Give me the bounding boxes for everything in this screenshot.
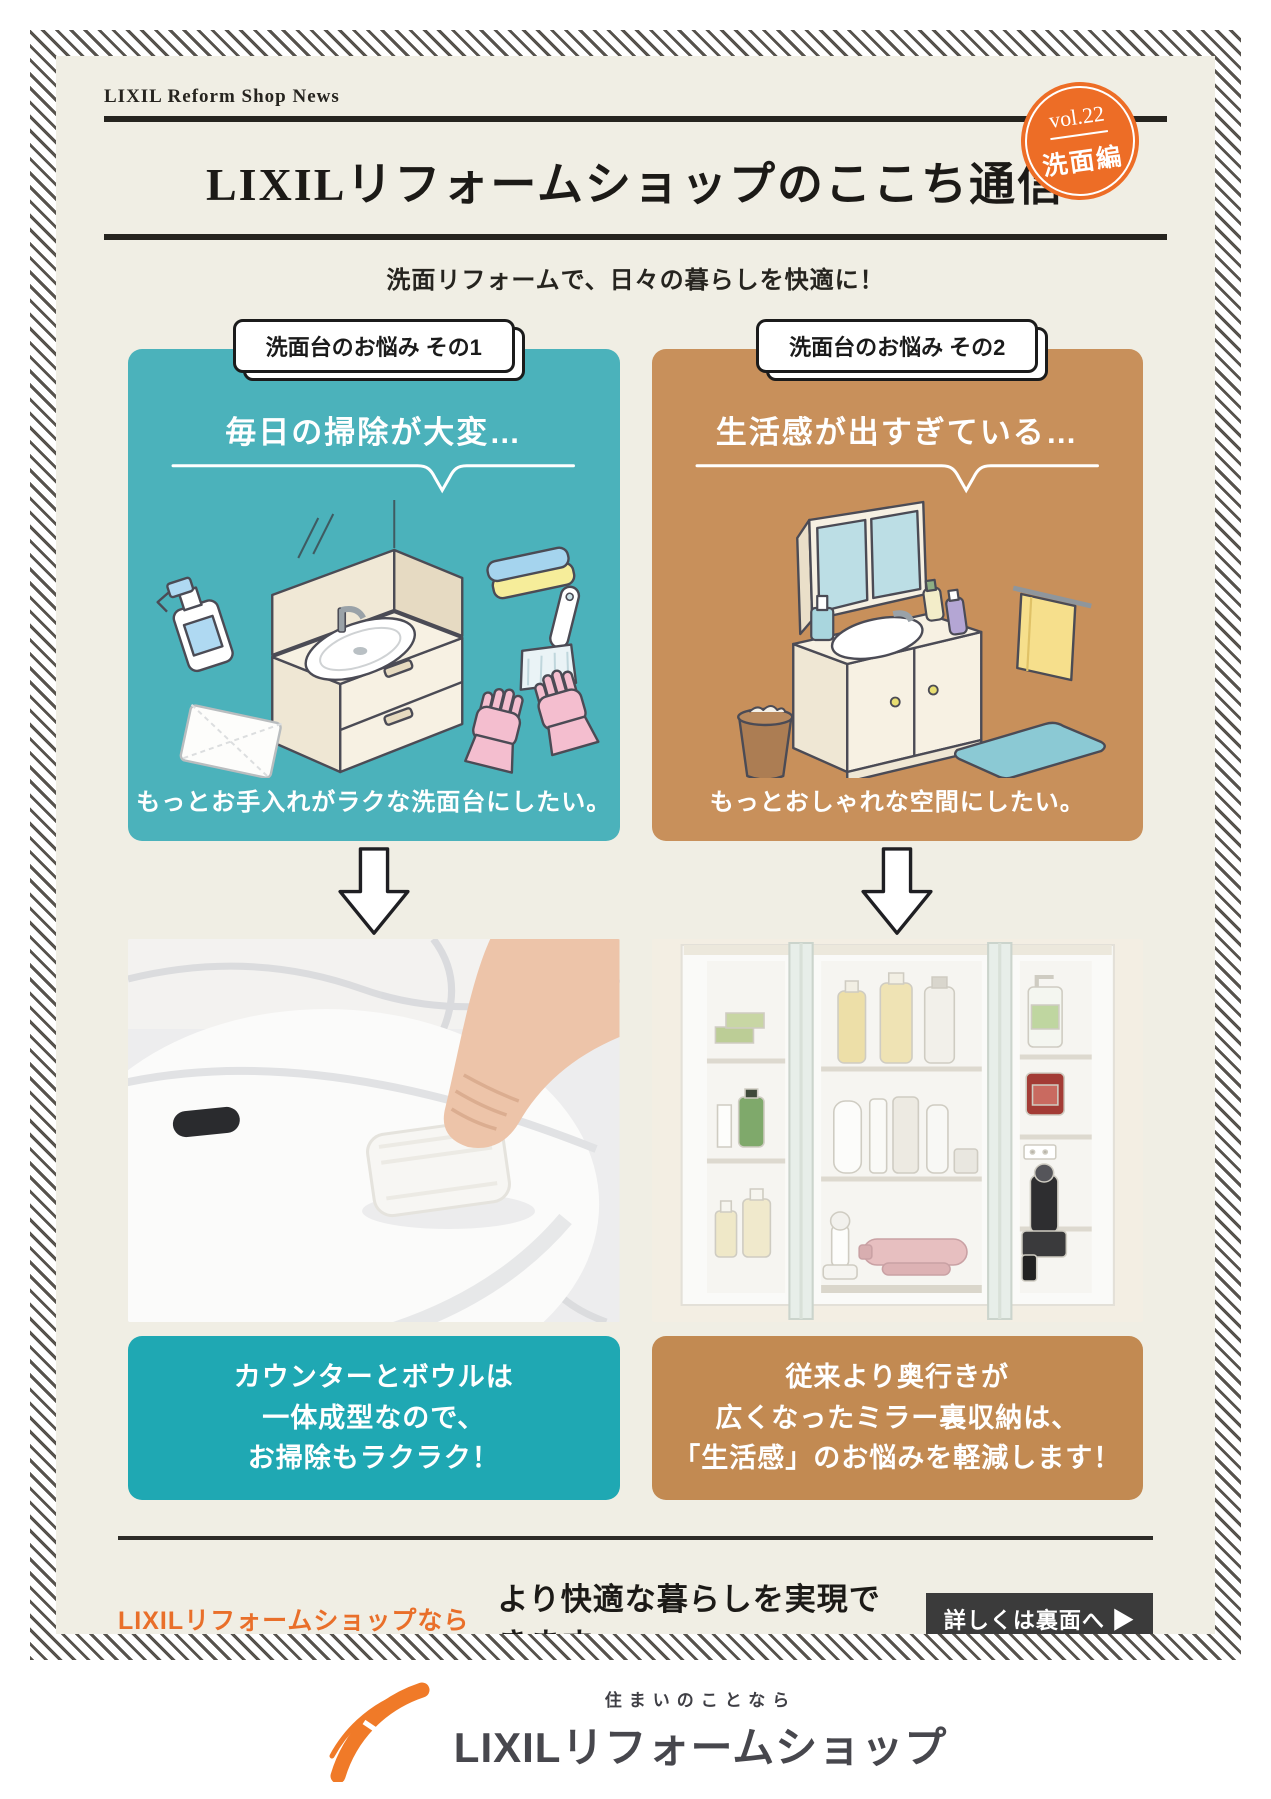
logo-tagline: 住まいのことなら — [604, 1690, 797, 1710]
problem-heading-2: 生活感が出すぎている… — [715, 415, 1079, 450]
solution-2-line-2: 広くなったミラー裏収納は、 — [715, 1402, 1080, 1433]
notch-divider-2 — [695, 464, 1099, 494]
rubber-gloves-icon — [464, 669, 600, 774]
double-rule-bottom — [104, 234, 1167, 240]
double-rule-top — [104, 116, 1167, 122]
cleaning-cloth-icon — [179, 703, 282, 778]
see-back-page-button[interactable]: 詳しくは裏面へ ▶ — [925, 1593, 1153, 1634]
solution-1-line-1: カウンターとボウルは — [233, 1362, 514, 1393]
problem-panel-1: 毎日の掃除が大変… — [128, 349, 620, 841]
subtitle: 洗面リフォームで、日々の暮らしを快適に！ — [386, 267, 885, 294]
problem-columns: 洗面台のお悩み その1 毎日の掃除が大変… — [128, 319, 1143, 1500]
down-arrow-icon — [338, 847, 410, 935]
flyer-body: LIXIL Reform Shop News vol.22 洗面編 LIXILリ… — [56, 56, 1215, 1634]
notch-divider-1 — [172, 464, 576, 494]
solution-1-line-2: 一体成型なので、 — [262, 1402, 486, 1433]
hair-dryer — [857, 1238, 968, 1276]
problem-heading-1: 毎日の掃除が大変… — [225, 415, 523, 450]
masthead: LIXIL Reform Shop News — [104, 86, 340, 107]
mirror-cabinet-vanity-icon — [791, 500, 982, 778]
badge-volume-number: vol.22 — [1047, 100, 1106, 133]
logo-text: 住まいのことなら LIXILリフォームショップ — [454, 1686, 947, 1775]
spray-bottle-icon — [156, 576, 234, 673]
problem-panel-2: 生活感が出すぎている… — [651, 349, 1143, 841]
sponge-icon — [486, 546, 576, 600]
footer-logo: 住まいのことなら LIXILリフォームショップ — [0, 1665, 1271, 1795]
sink-cleaning-photo — [128, 939, 620, 1322]
title-row: vol.22 洗面編 LIXILリフォームショップのここち通信 — [104, 74, 1167, 234]
cleaning-illustration — [156, 500, 600, 778]
badge-underline — [1050, 130, 1109, 141]
problem-caption-1: もっとお手入れがラクな洗面台にしたい。 — [136, 789, 612, 816]
towel-icon — [1012, 585, 1092, 682]
column-cleaning: 洗面台のお悩み その1 毎日の掃除が大変… — [128, 319, 620, 1500]
pill-row-1: 洗面台のお悩み その1 — [128, 319, 620, 373]
strip-message: より快適な暮らしを実現できます♪ — [497, 1582, 881, 1634]
logo-name: LIXILリフォームショップ — [453, 1723, 948, 1771]
toiletries — [714, 972, 1067, 1282]
down-arrow-icon — [861, 847, 933, 935]
problem-label-1: 洗面台のお悩み その1 — [232, 319, 515, 373]
hand-arm — [443, 939, 620, 1148]
mirror-door-edges — [787, 942, 1012, 1320]
fingers — [450, 1073, 520, 1131]
cosmetic-bottles-icon — [809, 578, 968, 642]
problem-label-2: 洗面台のお悩み その2 — [756, 319, 1039, 373]
trash-can-icon — [736, 705, 793, 778]
brand-lead: LIXILリフォームショップなら — [118, 1607, 470, 1634]
mirror-glint-icon — [297, 500, 396, 559]
overflow-slot — [172, 1106, 240, 1138]
solution-1-line-3: お掃除もラクラク！ — [247, 1443, 500, 1474]
facial-device — [821, 1211, 858, 1280]
vanity-icon — [271, 548, 464, 774]
pill-row-2: 洗面台のお悩み その2 — [652, 319, 1144, 373]
mirror-storage-photo — [651, 939, 1143, 1322]
lixil-swoosh-icon — [329, 1682, 430, 1782]
bottom-divider — [118, 1536, 1153, 1540]
newsletter-title: LIXILリフォームショップのここち通信 — [205, 159, 1065, 210]
bottom-strip: LIXILリフォームショップなら より快適な暮らしを実現できます♪ 詳しくは裏面… — [118, 1574, 1153, 1634]
bath-mat-icon — [953, 721, 1106, 778]
hatched-border-frame: LIXIL Reform Shop News vol.22 洗面編 LIXILリ… — [30, 30, 1241, 1660]
problem-caption-2: もっとおしゃれな空間にしたい。 — [709, 789, 1085, 816]
solution-2-line-3: 「生活感」のお悩みを軽減します！ — [673, 1443, 1122, 1474]
solution-2-line-1: 従来より奥行きが — [785, 1362, 1009, 1393]
arrow-row-1 — [128, 841, 620, 939]
arrow-row-2 — [652, 841, 1144, 939]
solution-box-1: カウンターとボウルは 一体成型なので、 お掃除もラクラク！ — [128, 1336, 620, 1500]
column-lifestyle: 洗面台のお悩み その2 生活感が出すぎている… — [651, 319, 1144, 1500]
lifestyle-illustration — [736, 500, 1106, 778]
badge-edition: 洗面編 — [1040, 142, 1125, 182]
solution-box-2: 従来より奥行きが 広くなったミラー裏収納は、 「生活感」のお悩みを軽減します！ — [651, 1336, 1143, 1500]
